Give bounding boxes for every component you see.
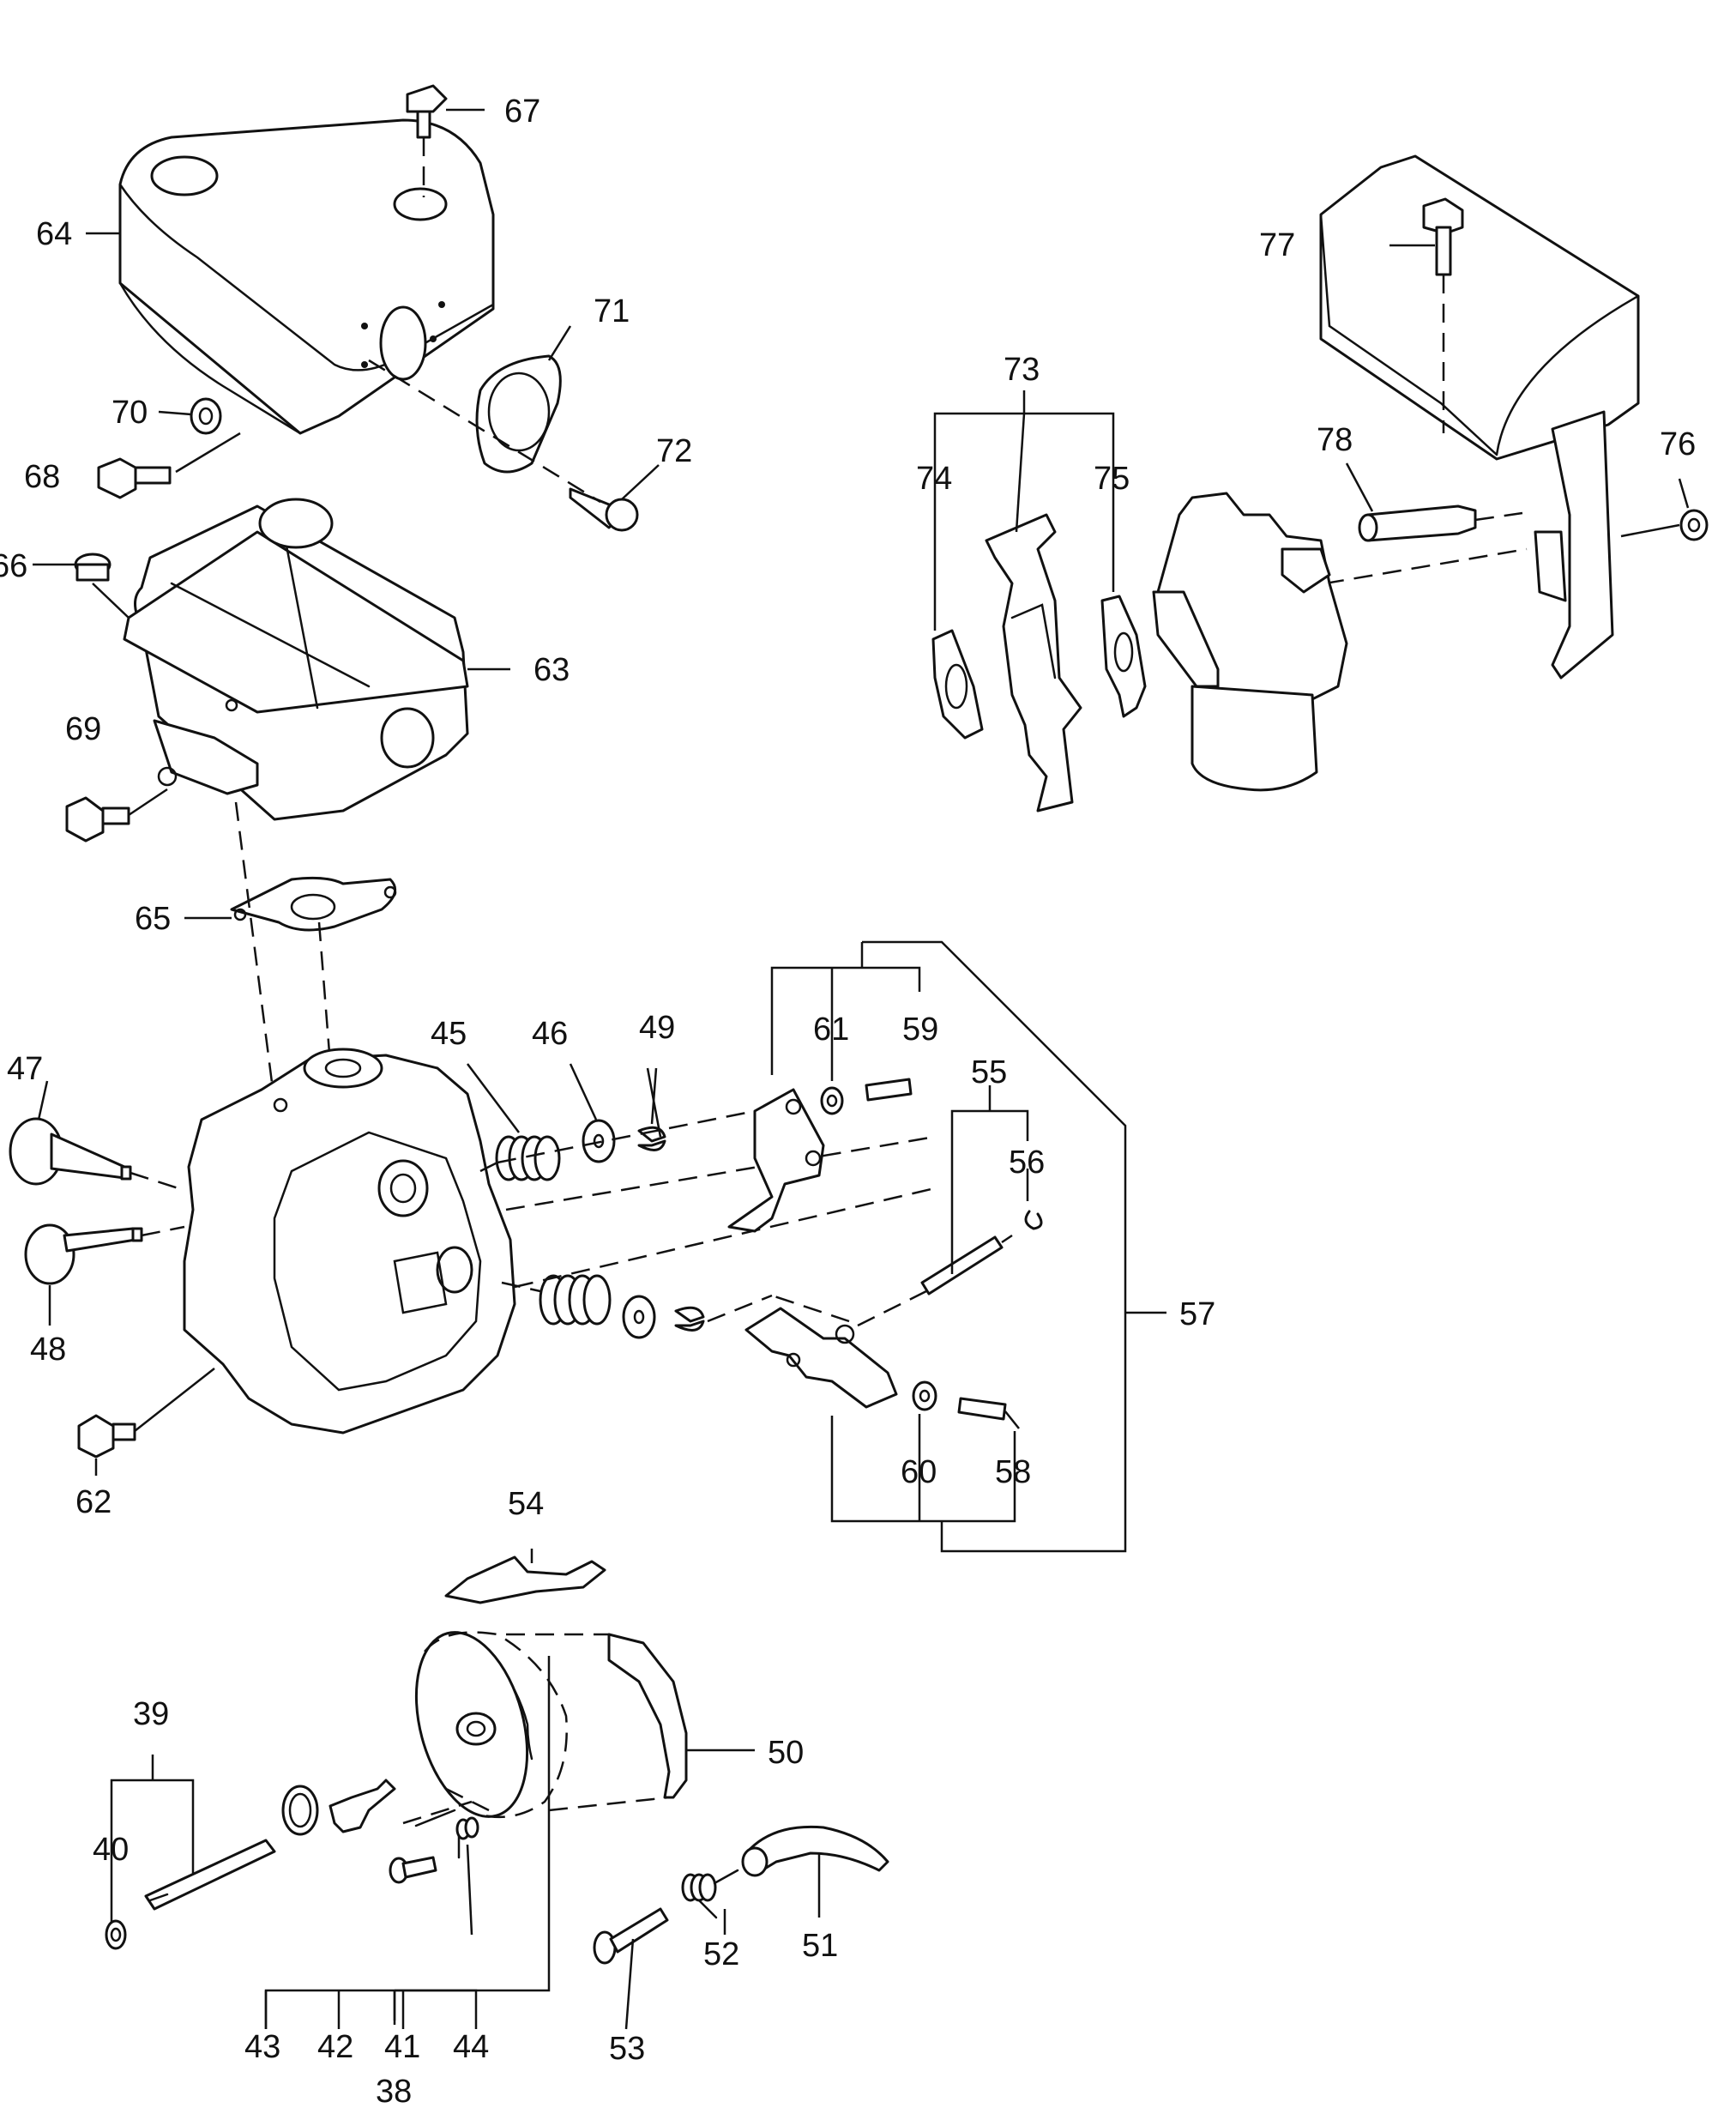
callout-43: 43: [244, 2029, 280, 2065]
callout-57: 57: [1179, 1296, 1215, 1332]
gasket-75: [1100, 595, 1147, 718]
nut-60: [912, 1380, 937, 1411]
valve-47: [9, 1117, 132, 1186]
callout-52: 52: [703, 1936, 739, 1972]
callout-77: 77: [1259, 227, 1295, 263]
callout-73: 73: [1004, 352, 1040, 388]
callout-68: 68: [24, 459, 60, 495]
callout-75: 75: [1094, 461, 1130, 497]
callout-60: 60: [901, 1454, 937, 1490]
nut-76: [1679, 509, 1709, 541]
retainer-46: [582, 1119, 616, 1163]
cylinder-head: [183, 1048, 516, 1434]
cam-cover-50: [607, 1633, 688, 1799]
callout-48: 48: [30, 1332, 66, 1368]
callout-65: 65: [135, 901, 171, 937]
nut-61: [820, 1086, 844, 1115]
callout-51: 51: [802, 1928, 838, 1964]
callout-47: 47: [7, 1051, 43, 1087]
callout-50: 50: [768, 1735, 804, 1771]
callout-49: 49: [639, 1010, 675, 1046]
callout-40: 40: [93, 1832, 129, 1868]
rocker-arm-lower: [744, 1307, 898, 1409]
callout-55: 55: [971, 1054, 1007, 1090]
washer-70: [190, 397, 222, 435]
callout-38: 38: [376, 2074, 412, 2110]
callout-54: 54: [508, 1486, 544, 1522]
bolt-69: [65, 796, 130, 843]
spring-45-upper: [495, 1135, 561, 1181]
callout-69: 69: [65, 711, 101, 747]
callout-72: 72: [656, 433, 692, 469]
pin-55: [920, 1235, 1004, 1296]
callout-45: 45: [431, 1016, 467, 1052]
circlip-43: [281, 1785, 319, 1836]
stud-78: [1358, 504, 1477, 542]
clip-56: [1024, 1210, 1043, 1230]
cam-gear: [414, 1631, 568, 1819]
rocker-arm-upper: [727, 1088, 825, 1233]
callout-67: 67: [504, 94, 540, 130]
pin-41: [389, 1856, 437, 1884]
gasket-71: [475, 354, 562, 474]
callout-62: 62: [75, 1484, 112, 1520]
spring-52: [681, 1869, 739, 1919]
washer-40: [105, 1919, 127, 1950]
weight-42: [329, 1779, 396, 1833]
stud-58: [957, 1397, 1007, 1421]
callout-76: 76: [1660, 426, 1696, 462]
stud-59: [865, 1078, 913, 1102]
callout-61: 61: [813, 1012, 849, 1048]
valve-48: [24, 1223, 143, 1285]
callout-42: 42: [317, 2029, 353, 2065]
screw-72: [569, 487, 639, 532]
callout-64: 64: [36, 216, 72, 252]
lever-51: [741, 1825, 889, 1877]
callout-63: 63: [533, 652, 570, 688]
rocker-cover-outer: [118, 118, 495, 435]
valve-cover-63: [123, 498, 469, 821]
collet-lower: [674, 1306, 705, 1332]
carburettor: [1152, 492, 1348, 792]
callout-53: 53: [609, 2031, 645, 2067]
shaft-39: [144, 1839, 276, 1911]
spring-lower: [539, 1274, 612, 1326]
callout-59: 59: [902, 1012, 938, 1048]
callout-66: 66: [0, 548, 27, 584]
nut-66: [74, 553, 112, 582]
gasket-74: [931, 629, 984, 740]
spring-44: [414, 1809, 479, 1859]
callout-71: 71: [594, 293, 630, 329]
callout-39: 39: [133, 1696, 169, 1732]
insulator-73: [985, 513, 1082, 812]
retainer-lower: [622, 1295, 656, 1339]
bolt-68: [97, 457, 172, 499]
callout-74: 74: [916, 461, 952, 497]
callout-70: 70: [112, 395, 148, 431]
air-cleaner-76: [1319, 154, 1640, 680]
bracket-54: [444, 1555, 606, 1604]
callout-58: 58: [995, 1454, 1031, 1490]
gasket-65: [230, 876, 397, 932]
callout-44: 44: [453, 2029, 489, 2065]
callout-41: 41: [384, 2029, 420, 2065]
callout-56: 56: [1009, 1145, 1045, 1181]
pin-53: [593, 1907, 669, 1965]
bolt-62: [77, 1414, 136, 1459]
callout-46: 46: [532, 1016, 568, 1052]
callout-78: 78: [1317, 422, 1353, 458]
